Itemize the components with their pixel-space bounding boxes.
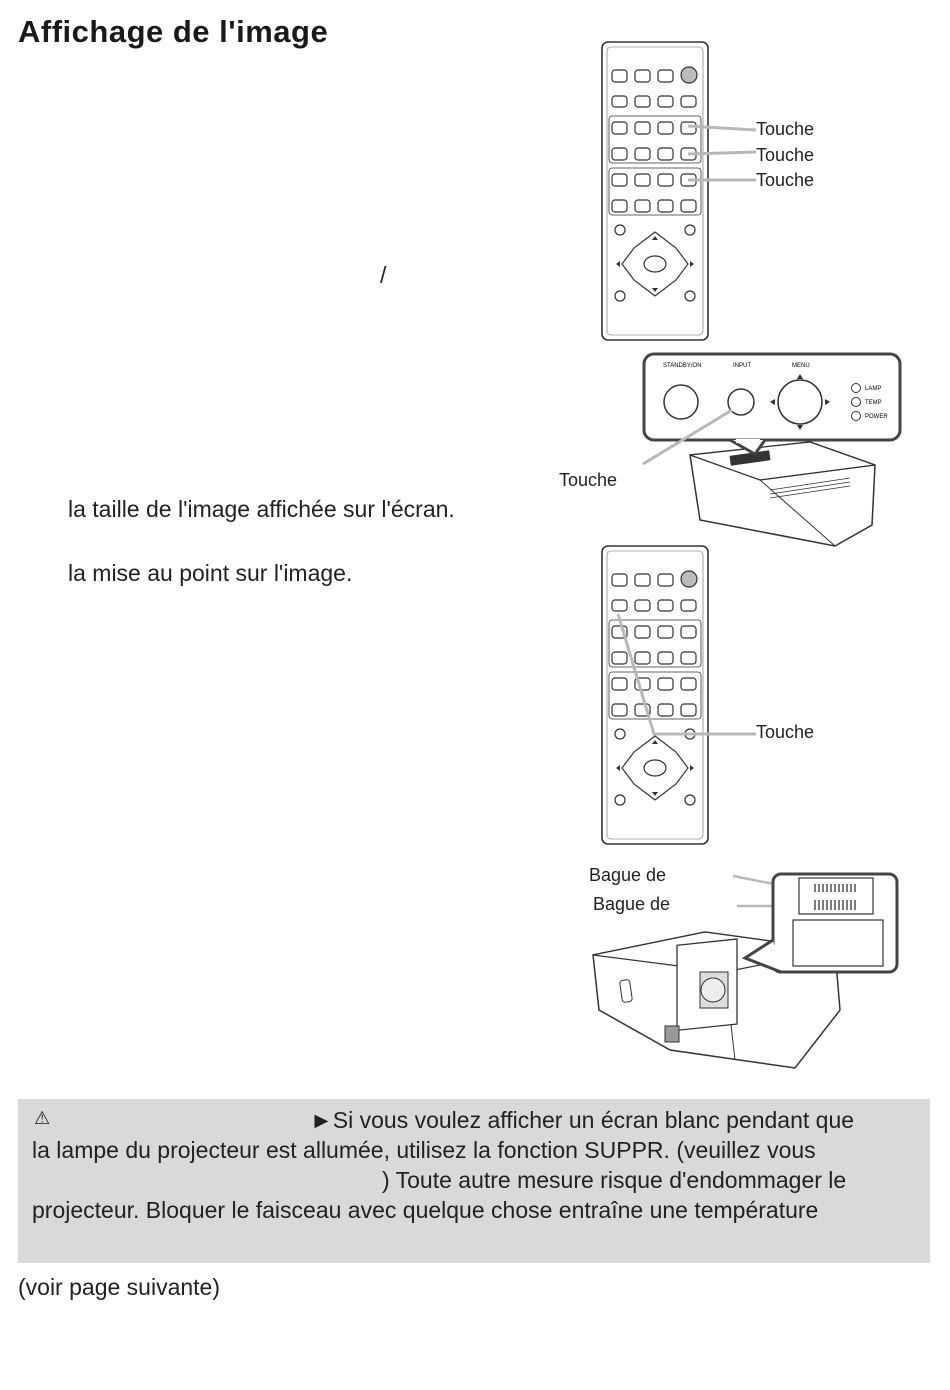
remote-control-illustration (601, 41, 709, 341)
separator-slash: / (380, 262, 387, 288)
page-title: Affichage de l'image (18, 14, 329, 49)
remote1-callout-3: Touche (756, 170, 815, 190)
continued-note: (voir page suivante) (18, 1274, 220, 1300)
remote2-callout: Touche (756, 722, 815, 742)
control-panel-callout: Touche (559, 470, 618, 490)
power-indicator-label: POWER (865, 414, 888, 420)
warning-line-4: projecteur. Bloquer le faisceau avec que… (32, 1197, 819, 1223)
zoom-ring-callout: Bague de (589, 865, 667, 885)
projector-control-panel-illustration: STANDBY/ON INPUT MENU LAMP TEMP POWER (642, 352, 902, 547)
warning-icon: ⚠ (34, 1108, 51, 1128)
focus-description: la mise au point sur l'image. (68, 560, 353, 586)
remote1-callout-2: Touche (756, 145, 815, 165)
focus-ring-callout: Bague de (593, 894, 671, 914)
standby-label: STANDBY/ON (663, 363, 702, 369)
warning-line-2: la lampe du projecteur est allumée, util… (32, 1137, 816, 1163)
warning-box: ⚠ ►Si vous voulez afficher un écran blan… (18, 1099, 930, 1263)
warning-line-1: ►Si vous voulez afficher un écran blanc … (310, 1107, 855, 1133)
remote-control-illustration-2 (601, 545, 709, 845)
lamp-indicator-label: LAMP (865, 386, 881, 392)
remote1-callout-1: Touche (756, 119, 815, 139)
warning-line-3: ) Toute autre mesure risque d'endommager… (382, 1167, 847, 1193)
zoom-description: la taille de l'image affichée sur l'écra… (68, 496, 455, 522)
temp-indicator-label: TEMP (865, 400, 882, 406)
menu-label: MENU (792, 363, 810, 369)
input-label: INPUT (733, 363, 751, 369)
projector-lens-illustration (592, 872, 899, 1069)
